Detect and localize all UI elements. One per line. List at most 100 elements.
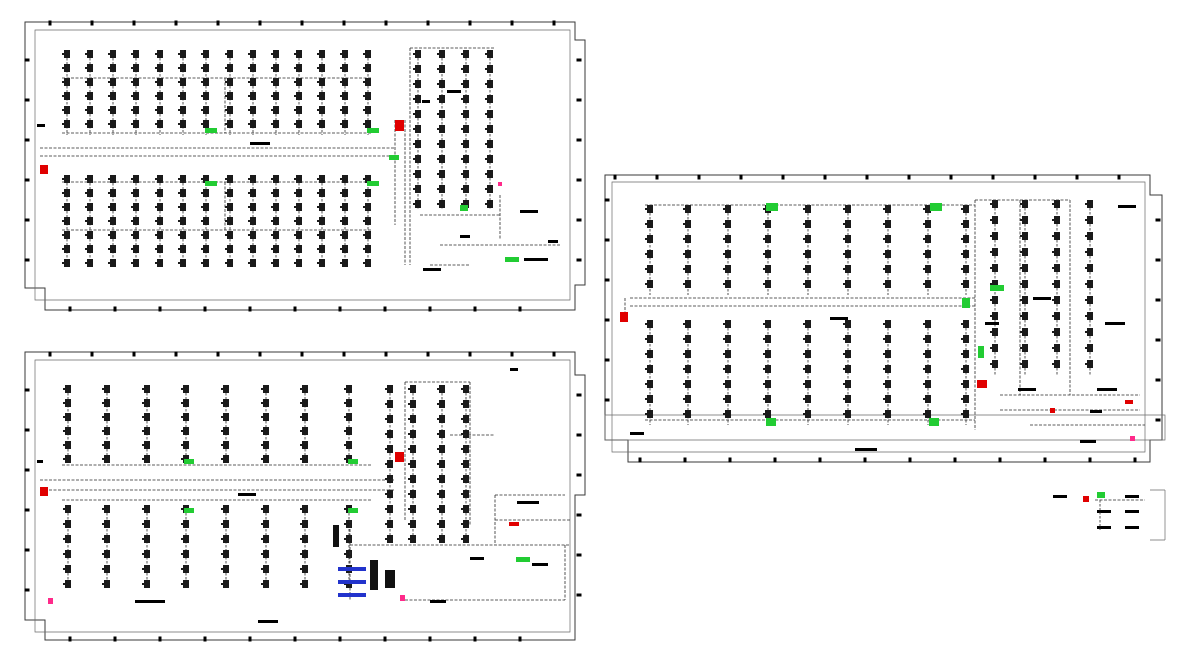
unit-connector <box>85 123 87 125</box>
label-tag <box>250 142 270 145</box>
fan-coil-unit <box>463 415 469 423</box>
fan-coil-unit <box>346 520 352 528</box>
fan-coil-unit <box>227 92 233 100</box>
valve-green <box>766 203 778 211</box>
unit-connector <box>961 413 963 415</box>
fan-coil-unit <box>64 203 70 211</box>
unit-connector <box>683 283 685 285</box>
unit-connector <box>990 203 992 205</box>
fan-coil-unit <box>992 312 998 320</box>
fan-coil-unit <box>273 245 279 253</box>
unit-connector <box>131 178 133 180</box>
fan-coil-unit <box>319 78 325 86</box>
unit-connector <box>683 238 685 240</box>
fan-coil-unit <box>685 265 691 273</box>
fan-coil-unit <box>319 231 325 239</box>
column-mark <box>1155 418 1161 422</box>
fan-coil-unit <box>463 430 469 438</box>
label-tag <box>470 557 484 560</box>
fan-coil-unit <box>1087 248 1093 256</box>
fan-coil-unit <box>180 120 186 128</box>
unit-connector <box>485 158 487 160</box>
fan-coil-unit <box>319 92 325 100</box>
unit-connector <box>300 430 302 432</box>
column-mark <box>1043 457 1047 463</box>
fan-coil-unit <box>64 78 70 86</box>
unit-connector <box>294 192 296 194</box>
fan-coil-unit <box>685 250 691 258</box>
fan-coil-unit <box>104 565 110 573</box>
unit-connector <box>221 458 223 460</box>
unit-connector <box>201 123 203 125</box>
fan-coil-unit <box>992 248 998 256</box>
unit-connector <box>142 402 144 404</box>
column-mark <box>24 548 30 552</box>
unit-connector <box>102 538 104 540</box>
fan-coil-unit <box>963 365 969 373</box>
unit-connector <box>1052 203 1054 205</box>
fan-coil-unit <box>963 395 969 403</box>
unit-connector <box>923 383 925 385</box>
column-mark <box>90 351 94 357</box>
unit-connector <box>485 98 487 100</box>
unit-connector <box>294 178 296 180</box>
fan-coil-unit <box>765 380 771 388</box>
fan-coil-unit <box>365 175 371 183</box>
column-mark <box>473 636 477 642</box>
column-mark <box>216 351 220 357</box>
fan-coil-unit <box>387 430 393 438</box>
unit-connector <box>990 331 992 333</box>
column-mark <box>604 358 610 362</box>
unit-connector <box>408 433 410 435</box>
fan-coil-unit <box>273 217 279 225</box>
fan-coil-unit <box>110 259 116 267</box>
fan-coil-unit <box>133 106 139 114</box>
unit-connector <box>883 353 885 355</box>
fan-coil-unit <box>133 231 139 239</box>
unit-connector <box>85 220 87 222</box>
fan-coil-unit <box>104 505 110 513</box>
fan-coil-unit <box>439 155 445 163</box>
unit-connector <box>294 123 296 125</box>
unit-connector <box>437 203 439 205</box>
unit-connector <box>461 403 463 405</box>
column-mark <box>216 20 220 26</box>
unit-connector <box>883 208 885 210</box>
column-mark <box>68 306 72 312</box>
column-mark <box>24 468 30 472</box>
unit-connector <box>763 323 765 325</box>
fan-coil-unit <box>203 92 209 100</box>
column-mark <box>113 636 117 642</box>
unit-connector <box>1052 283 1054 285</box>
unit-connector <box>261 583 263 585</box>
unit-connector <box>178 234 180 236</box>
column-mark <box>113 306 117 312</box>
fan-coil-unit <box>64 120 70 128</box>
unit-connector <box>225 67 227 69</box>
column-mark <box>953 457 957 463</box>
unit-connector <box>225 81 227 83</box>
unit-connector <box>340 234 342 236</box>
label-tag <box>855 448 877 451</box>
fan-coil-unit <box>180 50 186 58</box>
unit-connector <box>261 458 263 460</box>
unit-connector <box>221 430 223 432</box>
unit-connector <box>248 81 250 83</box>
fan-coil-unit <box>144 413 150 421</box>
unit-connector <box>181 388 183 390</box>
unit-connector <box>803 338 805 340</box>
unit-connector <box>225 248 227 250</box>
fan-coil-unit <box>203 189 209 197</box>
fan-coil-unit <box>250 231 256 239</box>
unit-connector <box>340 95 342 97</box>
fan-coil-unit <box>227 231 233 239</box>
unit-connector <box>181 430 183 432</box>
valve-green <box>367 181 379 186</box>
valve-green <box>766 418 776 426</box>
unit-connector <box>763 253 765 255</box>
unit-connector <box>317 262 319 264</box>
unit-connector <box>1085 283 1087 285</box>
column-mark <box>604 318 610 322</box>
unit-connector <box>413 53 415 55</box>
fan-coil-unit <box>87 64 93 72</box>
